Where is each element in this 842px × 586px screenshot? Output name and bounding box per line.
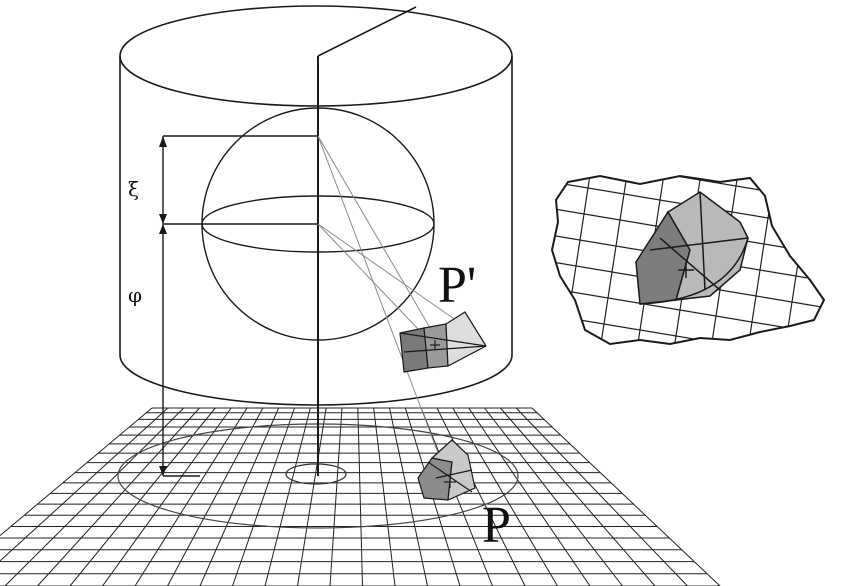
ground-grid-column [232,407,295,586]
ground-grid-column [499,407,656,586]
inset-grid-line [336,386,842,494]
ground-plane-grid [0,407,721,586]
ground-grid-column [452,407,558,586]
arrow-xi-bottom [159,214,167,224]
ground-grid-column [0,407,153,537]
label-p: P [482,497,511,554]
inset-grid-line [552,255,824,344]
patch-p-prime-line-2 [403,345,487,353]
inset-wedge-arc [639,237,749,305]
ground-grid-column [373,407,396,586]
inset-grid-line [340,360,842,468]
ground-grid-column [4,407,185,586]
ground-grid-column [389,407,428,586]
ground-grid-column [167,407,264,586]
cylinder-top-radius [317,6,417,57]
patch-p-prime-mid [423,323,449,369]
ray-a [317,135,441,346]
dimension-lines [162,135,318,477]
ground-grid-column [134,407,248,586]
cylinder-top [119,5,513,107]
patch-p-light [430,439,476,501]
ground-grid-column [199,407,280,586]
ground-grid-column [102,407,232,586]
inset-wedge-line-2 [659,237,721,291]
arrow-phi-top [159,224,167,234]
ground-grid-column [0,407,169,562]
patch-p-prime [399,311,487,373]
inset-grid-line [552,281,824,344]
inset-grid-line [552,176,824,235]
ground-grid-column [329,407,343,586]
ground-grid-column [264,407,311,586]
inset-wedge [635,191,749,305]
inset-wedge-line-3 [699,191,706,291]
label-phi: φ [128,283,142,307]
label-p-prime: P' [438,257,476,314]
ground-center-ellipse [285,463,347,485]
ground-grid-column [468,407,591,586]
ground-grid-column [297,407,327,586]
ground-grid-column [69,407,216,586]
ground-grid-column [420,407,493,586]
label-xi: ξ [128,177,139,201]
inset-grid-line [480,98,528,410]
ground-grid-column [37,407,200,586]
ground-grid-column [531,407,721,586]
ground-grid-column [515,407,688,586]
cylinder [119,5,513,406]
ray-b [317,135,453,491]
dimension-arrowheads [159,136,167,476]
patch-p-prime-light [445,311,487,367]
projection-rays [317,135,471,491]
inset-wedge-line-1 [649,237,749,251]
patch-p-line-2 [435,469,473,479]
arrow-phi-bottom [159,466,167,476]
cylinder-bottom-rim [119,354,513,406]
ground-grid-column [357,407,363,586]
ray-d [317,223,471,331]
inset-grid-line [336,74,384,386]
arrow-xi-top [159,136,167,147]
patch-p-prime-line-1 [399,332,487,347]
ground-grid-column [484,407,623,586]
inset-grid-patch [336,74,842,494]
patch-p [417,439,476,501]
